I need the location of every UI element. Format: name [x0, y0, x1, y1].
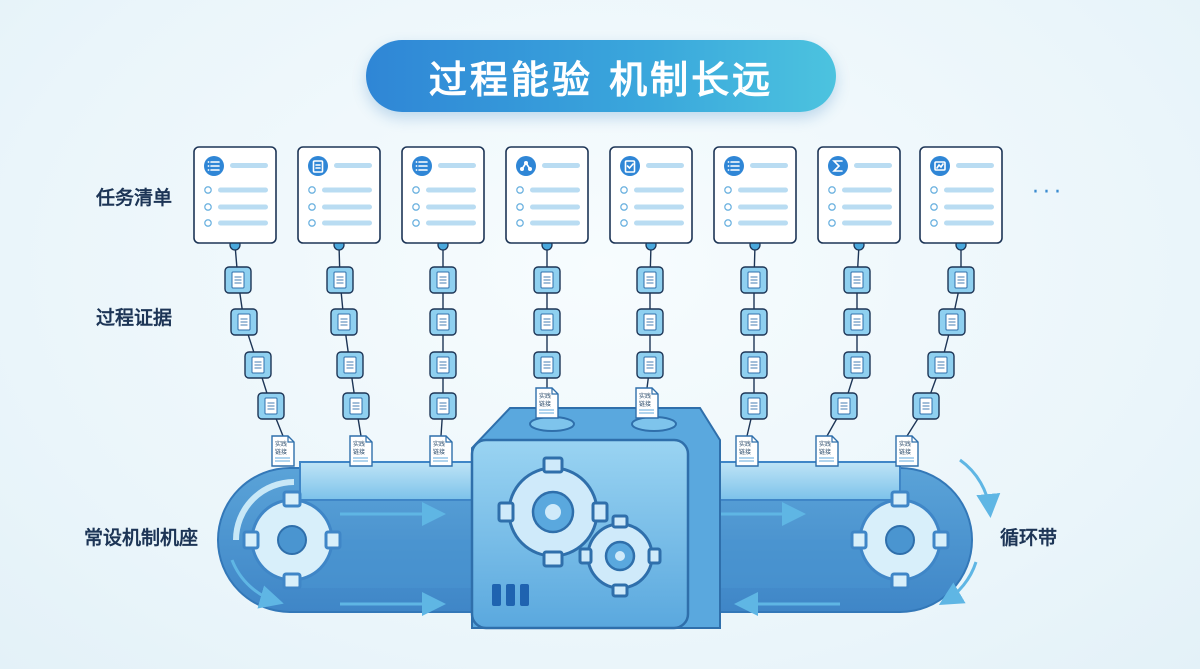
evidence-chain [326, 239, 370, 437]
document-label-line1: 实践 [433, 440, 445, 448]
row-label-base: 常设机制机座 [84, 527, 199, 549]
evidence-node [843, 266, 871, 294]
evidence-node [947, 266, 975, 294]
evidence-chain [826, 239, 871, 437]
machine-gear-large-icon [497, 456, 609, 568]
evidence-node [636, 351, 664, 379]
evidence-node [429, 351, 457, 379]
task-card [297, 146, 381, 244]
task-card [505, 146, 589, 244]
mechanism-base [470, 407, 721, 630]
evidence-node [429, 266, 457, 294]
document-label-line2: 链接 [739, 448, 751, 456]
evidence-node [938, 308, 966, 336]
clipboard-icon [308, 156, 328, 176]
evidence-node [740, 308, 768, 336]
network-icon [516, 156, 536, 176]
document-label-line2: 链接 [433, 448, 445, 456]
evidence-node [224, 266, 252, 294]
evidence-chain [740, 239, 768, 437]
document-label-line2: 链接 [899, 448, 911, 456]
list-icon [724, 156, 744, 176]
evidence-node [257, 392, 285, 420]
evidence-chain [533, 239, 561, 388]
belt-arrows [230, 458, 1001, 616]
evidence-node [230, 308, 258, 336]
task-card [919, 146, 1003, 244]
evidence-node [342, 392, 370, 420]
evidence-node [843, 308, 871, 336]
evidence-node [533, 308, 561, 336]
title-banner: 过程能验 机制长远 [366, 40, 836, 112]
document-label-line2: 链接 [539, 400, 551, 408]
row-label-evidence: 过程证据 [96, 307, 173, 329]
evidence-node [830, 392, 858, 420]
evidence-node [244, 351, 272, 379]
task-cards [193, 146, 1003, 244]
document-label-line2: 链接 [275, 448, 287, 456]
evidence-node [740, 351, 768, 379]
evidence-chains [224, 239, 975, 437]
document-label-line1: 实践 [639, 392, 651, 400]
evidence-chain [906, 239, 975, 437]
evidence-node [912, 392, 940, 420]
sigma-icon [828, 156, 848, 176]
task-card [401, 146, 485, 244]
evidence-node [740, 266, 768, 294]
more-ellipsis: ··· [1032, 180, 1065, 205]
checklist-icon [620, 156, 640, 176]
evidence-chain [636, 239, 664, 389]
task-card [193, 146, 277, 244]
evidence-node [740, 392, 768, 420]
document-label-line1: 实践 [819, 440, 831, 448]
page-title: 过程能验 机制长远 [428, 57, 774, 102]
evidence-node [330, 308, 358, 336]
task-card [609, 146, 693, 244]
document-label-line1: 实践 [353, 440, 365, 448]
evidence-chain [224, 239, 285, 437]
chart-icon [930, 156, 950, 176]
document-label-line1: 实践 [539, 392, 551, 400]
left-gear-icon [242, 490, 342, 590]
document-label-line1: 实践 [275, 440, 287, 448]
document-label-line2: 链接 [819, 448, 831, 456]
evidence-node [429, 392, 457, 420]
document-label-line1: 实践 [739, 440, 751, 448]
right-gear-icon [850, 490, 950, 590]
evidence-node [533, 351, 561, 379]
document-label-line1: 实践 [899, 440, 911, 448]
document-label-line2: 链接 [639, 400, 651, 408]
evidence-node [533, 266, 561, 294]
row-label-tasks: 任务清单 [96, 187, 173, 209]
evidence-node [927, 351, 955, 379]
evidence-node [636, 266, 664, 294]
document-label-line2: 链接 [353, 448, 365, 456]
machine-gear-small-icon [578, 514, 662, 598]
evidence-node [336, 351, 364, 379]
row-label-belt: 循环带 [1000, 527, 1058, 549]
list-icon [412, 156, 432, 176]
task-card [817, 146, 901, 244]
machine-indicator-lights [492, 584, 529, 606]
task-card [713, 146, 797, 244]
evidence-node [429, 308, 457, 336]
evidence-node [636, 308, 664, 336]
evidence-node [843, 351, 871, 379]
evidence-node [326, 266, 354, 294]
evidence-chain [429, 239, 457, 437]
list-icon [204, 156, 224, 176]
